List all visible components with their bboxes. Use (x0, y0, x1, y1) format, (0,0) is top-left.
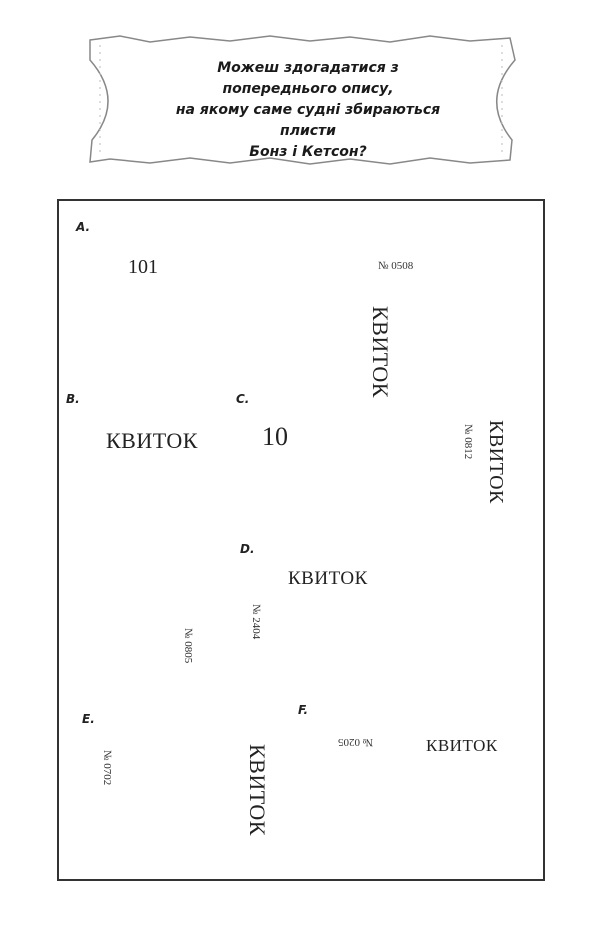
ticket-b-serial: № 0805 (182, 628, 194, 664)
ticket-e-serial: № 0702 (101, 750, 113, 786)
ticket-a-title: КВИТОК (368, 306, 393, 398)
question-line-1: Можеш здогадатися з попереднього опису, (217, 60, 399, 97)
ticket-c-letter: C. (236, 392, 250, 406)
ticket-e-letter: E. (82, 712, 95, 726)
ticket-f-letter: F. (298, 703, 309, 717)
ticket-d-title: КВИТОК (288, 568, 368, 589)
ticket-b-letter: B. (66, 392, 80, 406)
ticket-a-number: 101 (128, 256, 158, 278)
question-text: Можеш здогадатися з попереднього опису, … (168, 58, 448, 163)
ticket-d-serial: № 2404 (250, 604, 262, 640)
ticket-c-title: КВИТОК (485, 420, 507, 504)
ticket-d-letter: D. (240, 542, 255, 556)
tickets-panel (57, 199, 545, 881)
question-line-3: Бонз і Кетсон? (249, 144, 367, 160)
ticket-e-title: КВИТОК (245, 744, 270, 836)
ticket-f-title: КВИТОК (426, 736, 498, 755)
ticket-f-serial: № 0205 (338, 736, 374, 748)
ticket-c-number: 10 (262, 422, 288, 451)
ticket-c-serial: № 0812 (462, 424, 474, 460)
ticket-b-title: КВИТОК (106, 428, 198, 453)
ticket-a-serial: № 0508 (378, 260, 414, 272)
question-banner (89, 35, 516, 165)
ticket-a-letter: A. (76, 220, 91, 234)
question-line-2: на якому саме судні збираються плисти (175, 102, 441, 139)
